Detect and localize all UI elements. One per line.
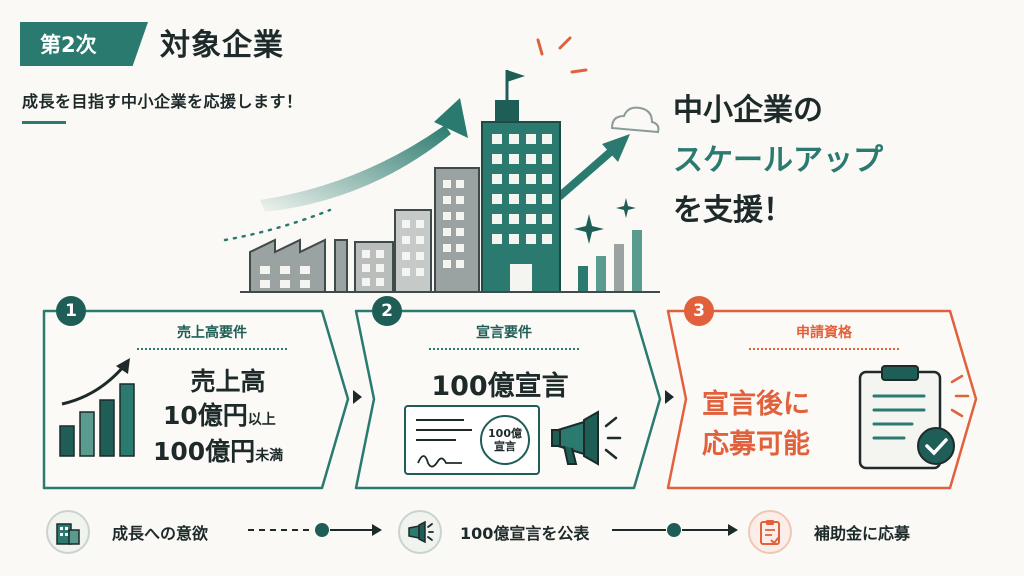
declaration-seal: 100億宣言 bbox=[480, 415, 530, 465]
eligibility-line-2: 応募可能 bbox=[702, 429, 810, 460]
tagline-line-2: スケールアップ bbox=[673, 143, 883, 178]
bar-chart-icon bbox=[59, 358, 135, 457]
card-heading-sales: 売上高要件 bbox=[177, 325, 247, 341]
step-number-1: 1 bbox=[56, 296, 86, 326]
building-icon bbox=[56, 523, 80, 545]
flag-icon bbox=[507, 70, 525, 82]
page-title: 対象企業 bbox=[160, 28, 284, 63]
next-step-arrow-icon bbox=[353, 390, 362, 404]
card-heading-divider bbox=[429, 348, 579, 350]
star-icon bbox=[574, 214, 604, 244]
sales-upper-bound: 100億円未満 bbox=[153, 432, 283, 468]
flow-connector bbox=[612, 523, 738, 537]
tagline-line-1: 中小企業の bbox=[673, 93, 823, 128]
signature-icon bbox=[417, 455, 462, 468]
sales-lower-bound: 10億円以上 bbox=[163, 396, 276, 432]
badge-label: 第2次 bbox=[40, 33, 97, 57]
sales-lower-value: 10億円 bbox=[163, 401, 248, 430]
sparkle-lines-icon bbox=[536, 36, 588, 74]
star-icon bbox=[616, 198, 636, 218]
clipboard-icon bbox=[760, 520, 780, 545]
clipboard-check-icon bbox=[858, 365, 970, 470]
declaration-seal-text: 100億宣言 bbox=[488, 427, 522, 453]
megaphone-icon bbox=[408, 520, 434, 544]
sales-upper-qualifier: 未満 bbox=[255, 448, 284, 464]
card-heading-divider bbox=[749, 348, 899, 350]
round-badge: 第2次 bbox=[20, 22, 148, 66]
cloud-icon bbox=[610, 106, 660, 134]
flow-connector bbox=[248, 523, 382, 537]
growth-arrow-icon bbox=[260, 98, 468, 212]
declaration-main: 100億宣言 bbox=[431, 371, 569, 402]
tower-icon bbox=[481, 70, 561, 293]
tagline-line-3: を支援！ bbox=[673, 193, 793, 228]
flow-step-growth bbox=[46, 510, 90, 554]
flow-step-apply bbox=[748, 510, 792, 554]
flow-label-growth: 成長への意欲 bbox=[112, 524, 209, 543]
card-heading-divider bbox=[137, 348, 287, 350]
sales-lower-qualifier: 以上 bbox=[247, 412, 276, 428]
city-growth-illustration bbox=[223, 36, 660, 293]
declaration-document-icon: 100億宣言 bbox=[404, 405, 540, 475]
card-heading-declaration: 宣言要件 bbox=[476, 325, 532, 341]
flow-label-declaration: 100億宣言を公表 bbox=[460, 524, 590, 543]
step-number-2: 2 bbox=[372, 296, 402, 326]
eligibility-line-1: 宣言後に bbox=[702, 389, 810, 420]
page-subtitle: 成長を目指す中小企業を応援します！ bbox=[22, 92, 303, 111]
next-step-arrow-icon bbox=[665, 390, 674, 404]
card-heading-eligibility: 申請資格 bbox=[796, 325, 852, 341]
scale-up-tagline: 中小企業の スケールアップ を支援！ bbox=[673, 86, 883, 236]
flow-step-declaration bbox=[398, 510, 442, 554]
flow-label-apply: 補助金に応募 bbox=[814, 524, 911, 543]
megaphone-icon bbox=[551, 410, 622, 466]
step-number-3: 3 bbox=[684, 296, 714, 326]
subtitle-divider bbox=[22, 121, 66, 124]
sales-upper-value: 100億円 bbox=[153, 437, 256, 466]
sales-label: 売上高 bbox=[190, 367, 266, 396]
